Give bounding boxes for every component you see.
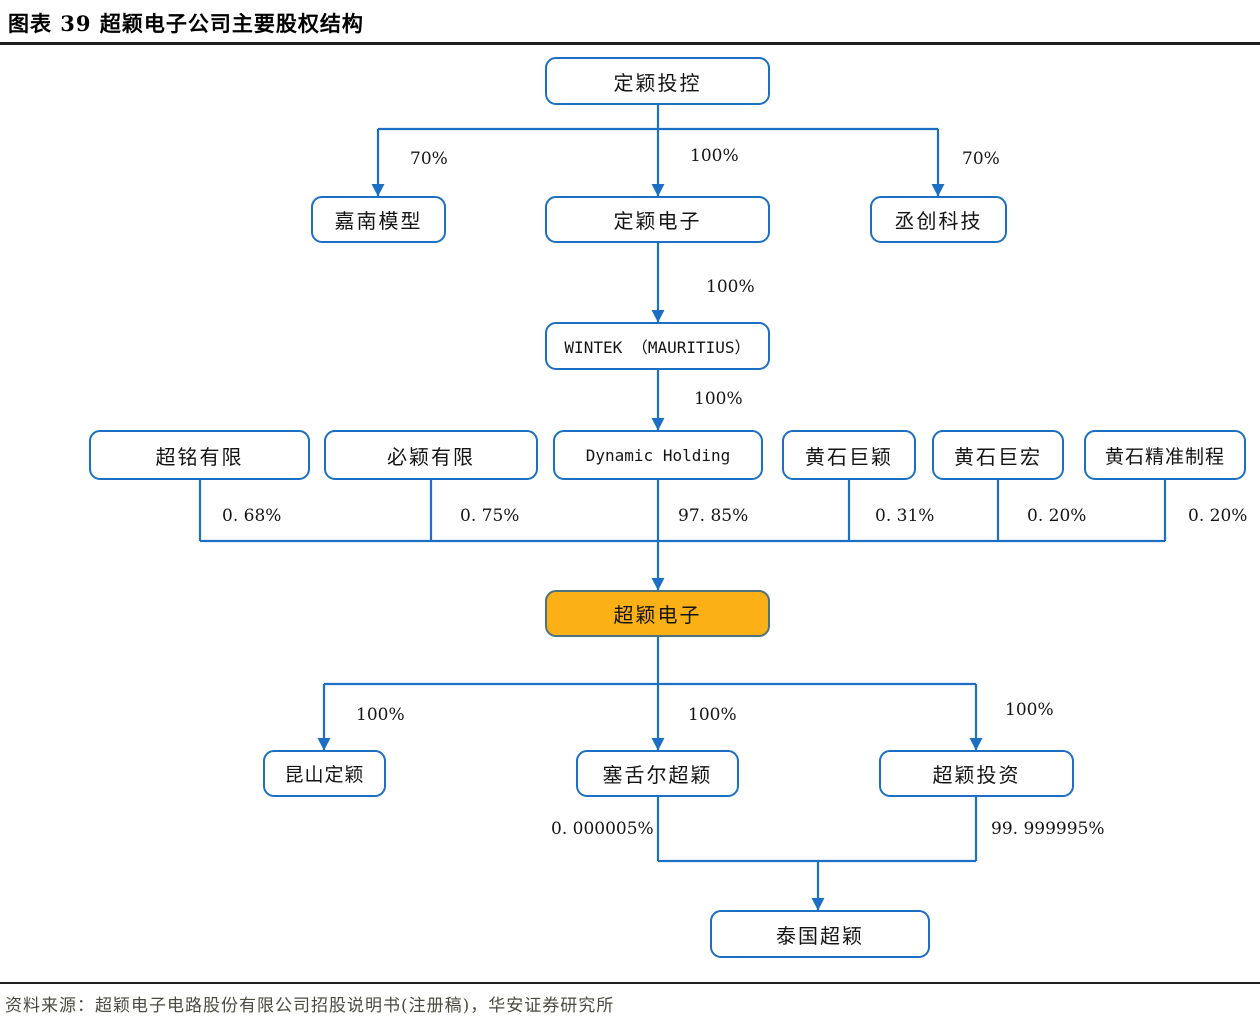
source-note: 资料来源：超颖电子电路股份有限公司招股说明书(注册稿)，华安证券研究所 — [5, 996, 615, 1016]
node-dynamic-holding: Dynamic Holding — [553, 430, 763, 480]
edge-label-biying: 0. 75% — [460, 506, 520, 526]
node-chaoying-touzi: 超颖投资 — [879, 750, 1074, 797]
node-huangshi-jingzhun: 黄石精准制程 — [1084, 430, 1246, 480]
edge-label-chaoming: 0. 68% — [222, 506, 282, 526]
edge-label-touzi-thai: 99. 999995% — [991, 819, 1105, 839]
edge-label-dingying: 100% — [690, 146, 739, 166]
edge-label-dynamic-pct: 97. 85% — [678, 506, 749, 526]
edge-label-jianan: 70% — [410, 149, 448, 169]
node-biying-youxian: 必颖有限 — [324, 430, 538, 480]
node-chengchuang-keji: 丞创科技 — [870, 196, 1007, 243]
edge-label-seychelles: 100% — [688, 705, 737, 725]
edge-label-seychelles-thai: 0. 000005% — [551, 819, 654, 839]
node-thailand-chaoying: 泰国超颖 — [710, 910, 930, 958]
node-dingying-dianzi: 定颖电子 — [545, 196, 770, 243]
figure-title: 图表 39 超颖电子公司主要股权结构 — [8, 11, 364, 36]
node-huangshi-juying: 黄石巨颖 — [782, 430, 916, 480]
node-kunshan-dingying: 昆山定颖 — [263, 750, 386, 797]
edge-label-juhong: 0. 20% — [1027, 506, 1087, 526]
node-wintek-mauritius: WINTEK （MAURITIUS） — [545, 322, 770, 370]
node-huangshi-juhong: 黄石巨宏 — [932, 430, 1064, 480]
edge-label-jingzhun: 0. 20% — [1188, 506, 1248, 526]
edge-label-dynamic: 100% — [694, 389, 743, 409]
node-jianan-moxing: 嘉南模型 — [311, 196, 446, 243]
node-chaoying-dianzi: 超颖电子 — [545, 590, 770, 637]
footer-divider — [0, 982, 1260, 984]
edge-label-wintek: 100% — [706, 277, 755, 297]
node-seychelles-chaoying: 塞舌尔超颖 — [576, 750, 739, 797]
title-divider — [0, 42, 1260, 45]
edge-label-touzi: 100% — [1005, 700, 1054, 720]
edge-label-kunshan: 100% — [356, 705, 405, 725]
node-chaoming-youxian: 超铭有限 — [89, 430, 310, 480]
edge-label-chengchuang: 70% — [962, 149, 1000, 169]
node-dingying-holding: 定颖投控 — [545, 57, 770, 105]
edge-label-juying: 0. 31% — [875, 506, 935, 526]
